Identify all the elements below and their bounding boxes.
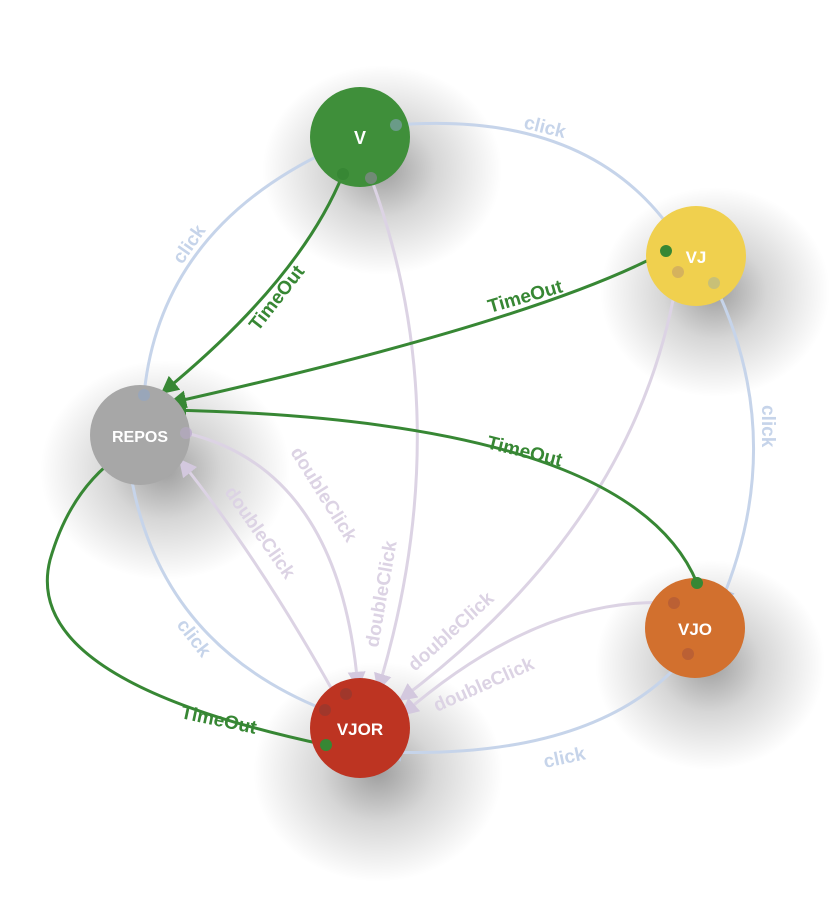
node-vjo-label: VJO	[678, 620, 712, 639]
endpoint-dot	[319, 704, 331, 716]
node-vjo[interactable]: VJO	[645, 578, 745, 678]
edge-vjor-repos-timeout[interactable]	[45, 453, 332, 751]
endpoint-dot	[180, 427, 192, 439]
timeout-start-dot	[337, 168, 349, 180]
label-vjo-repos-timeout: TimeOut	[485, 432, 565, 471]
edge-endpoint-marks	[138, 119, 720, 716]
edge-vj-vjo-click[interactable]	[708, 277, 756, 607]
endpoint-dot	[672, 266, 684, 278]
timeout-start-dot	[320, 739, 332, 751]
nodes: V VJ REPOS VJO VJOR	[90, 87, 746, 778]
timeout-start-dot	[691, 577, 703, 589]
edge-v-vj-click[interactable]	[390, 119, 677, 237]
node-v-label: V	[354, 128, 366, 148]
timeout-start-dot	[660, 245, 672, 257]
endpoint-dot	[340, 688, 352, 700]
node-vjor-circle[interactable]	[310, 678, 410, 778]
edge-vjo-vjor-doubleclick[interactable]	[400, 597, 680, 717]
endpoint-dot	[708, 277, 720, 289]
label-v-repos-timeout: TimeOut	[245, 261, 309, 335]
timeout-endpoint-marks	[320, 168, 703, 751]
edge-vjo-repos-timeout[interactable]	[168, 401, 703, 589]
timeout-edges	[45, 168, 703, 751]
node-repos-circle[interactable]	[90, 385, 190, 485]
endpoint-dot	[390, 119, 402, 131]
label-vjo-vjor-click: click	[542, 743, 588, 772]
label-repos-vjor-doubleclick: doubleClick	[286, 444, 361, 547]
node-vj[interactable]: VJ	[646, 206, 746, 306]
label-vj-vjor-doubleclick: doubleClick	[404, 588, 498, 676]
node-vj-label: VJ	[686, 248, 707, 267]
label-vjor-repos-click: click	[172, 615, 215, 662]
node-vj-circle[interactable]	[646, 206, 746, 306]
label-v-vj-click: click	[522, 112, 569, 143]
edge-vj-repos-timeout[interactable]	[168, 245, 672, 409]
node-vjor-label: VJOR	[337, 720, 383, 739]
endpoint-dot	[138, 389, 150, 401]
node-vjor[interactable]: VJOR	[310, 678, 410, 778]
endpoint-dot	[682, 648, 694, 660]
label-v-vjor-doubleclick: doubleClick	[362, 539, 401, 649]
endpoint-dot	[365, 172, 377, 184]
endpoint-dot	[668, 597, 680, 609]
node-v-circle[interactable]	[310, 87, 410, 187]
label-vjor-repos-timeout: TimeOut	[179, 702, 259, 739]
node-repos-label: REPOS	[112, 429, 168, 446]
node-repos[interactable]: REPOS	[90, 385, 190, 485]
node-v[interactable]: V	[310, 87, 410, 187]
label-vj-vjo-click: click	[757, 405, 778, 448]
label-vj-repos-timeout: TimeOut	[486, 276, 566, 318]
